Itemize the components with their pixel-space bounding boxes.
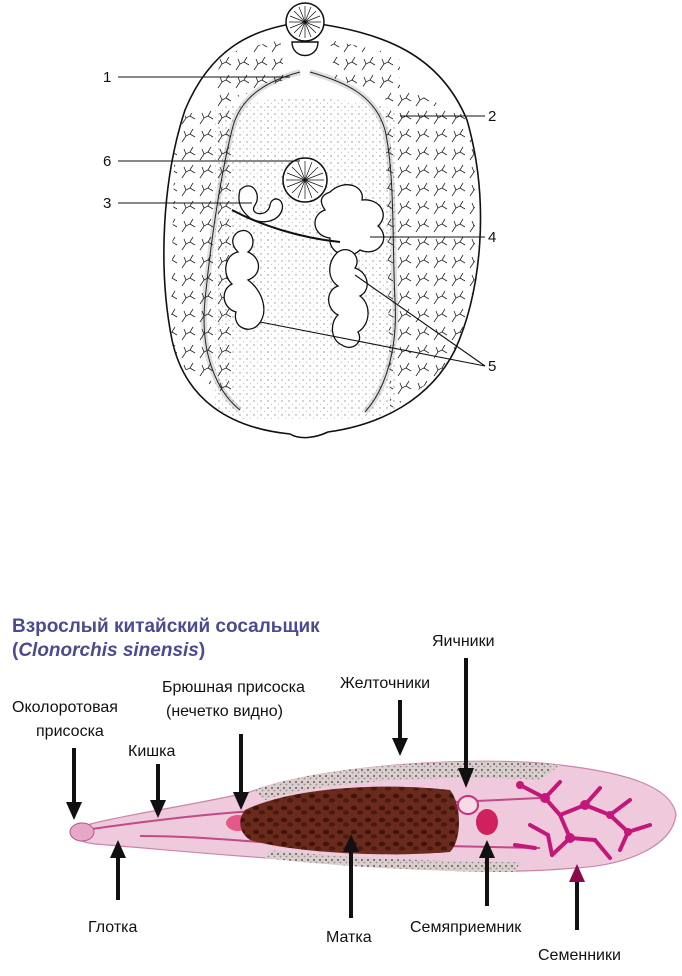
label-5: 5 [488, 358, 496, 375]
label-3: 3 [103, 195, 111, 212]
label-vitellaria: Желточники [340, 675, 430, 692]
label-2: 2 [488, 108, 496, 125]
pharynx [291, 41, 319, 57]
specimen-seminal-receptacle [476, 809, 498, 835]
specimen-ovary [457, 795, 479, 815]
specimen-uterus [240, 786, 459, 855]
label-seminal-receptacle: Семяприемник [410, 919, 522, 936]
ventral-sucker [282, 157, 328, 203]
fluke-line-drawing: 1 2 3 4 5 6 [103, 2, 496, 439]
label-intestine: Кишка [128, 743, 175, 760]
label-ventral-sucker-2: (нечетко видно) [166, 703, 283, 720]
label-oral-sucker-2: присоска [36, 723, 104, 740]
label-ventral-sucker-1: Брюшная присоска [162, 679, 305, 696]
label-ovary: Яичники [432, 633, 495, 650]
testis-right [327, 249, 369, 348]
arrow-testes [569, 864, 585, 930]
label-oral-sucker-1: Околоротовая [12, 699, 118, 716]
fluke-stained-specimen: Взрослый китайский сосальщик (Clonorchis… [12, 616, 677, 964]
oral-sucker [285, 2, 325, 42]
arrow-ovary [458, 658, 474, 788]
arrow-oral-sucker [66, 748, 82, 820]
arrow-pharynx [110, 840, 126, 900]
label-1: 1 [103, 69, 111, 86]
uterus [238, 185, 284, 223]
arrow-seminal-receptacle [479, 840, 495, 906]
vitellaria-top [215, 40, 285, 105]
label-4: 4 [488, 229, 496, 246]
arrow-ventral-sucker [233, 734, 249, 810]
testis-left [223, 229, 265, 330]
vitellaria-band-bottom [265, 850, 520, 872]
leader-5b [354, 274, 486, 367]
label-uterus: Матка [326, 929, 372, 946]
title-line-2: (Clonorchis sinensis) [12, 640, 205, 661]
title-line-1: Взрослый китайский сосальщик [12, 616, 320, 637]
label-6: 6 [103, 153, 111, 170]
seminal-duct [231, 209, 341, 243]
arrow-intestine [150, 764, 166, 818]
arrow-vitellaria [392, 700, 408, 756]
vitellaria-right [385, 80, 475, 410]
vitellaria-band-top [255, 761, 560, 800]
ovary [314, 184, 385, 256]
label-testes: Семенники [538, 947, 621, 964]
leader-5a [259, 321, 486, 367]
vitellaria-top-right [330, 40, 400, 95]
arrow-uterus [343, 834, 359, 918]
label-pharynx: Глотка [88, 919, 138, 936]
specimen-oral-sucker [69, 822, 95, 842]
